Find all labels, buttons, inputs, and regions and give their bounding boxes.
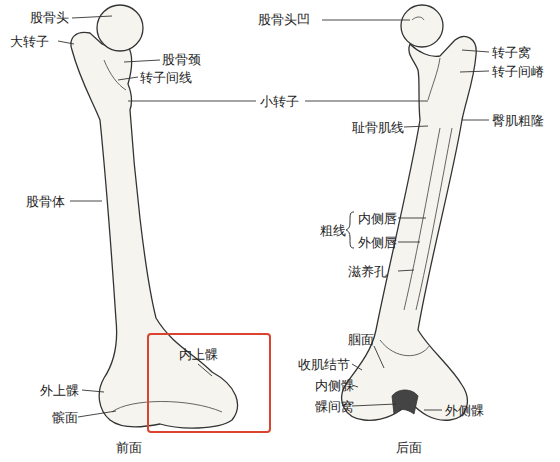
part-label: 耻骨肌线 bbox=[352, 120, 404, 135]
part-label: 髌面 bbox=[52, 410, 78, 425]
view-caption: 前面 bbox=[116, 440, 142, 455]
part-label: 外上髁 bbox=[40, 383, 79, 398]
part-label: 外侧髁 bbox=[445, 403, 484, 418]
part-label: 小转子 bbox=[260, 94, 299, 109]
part-label: 股骨体 bbox=[26, 194, 65, 209]
part-label: 大转子 bbox=[10, 34, 49, 49]
part-label: 滋养孔 bbox=[348, 264, 387, 279]
part-label: 股骨颈 bbox=[162, 52, 201, 67]
part-label: 粗线 bbox=[320, 223, 346, 238]
part-label: 内上髁 bbox=[179, 347, 218, 362]
part-label: 髁间窝 bbox=[315, 399, 354, 414]
part-label: 转子窝 bbox=[492, 45, 531, 60]
part-label: 腘面 bbox=[348, 332, 374, 347]
highlight-box: 内上髁 bbox=[147, 333, 271, 433]
part-label: 转子间嵴 bbox=[492, 64, 544, 79]
view-caption: 后面 bbox=[396, 440, 422, 455]
part-label: 转子间线 bbox=[140, 70, 192, 85]
part-label: 臀肌粗隆 bbox=[492, 113, 544, 128]
part-label: 外侧唇 bbox=[358, 235, 397, 250]
part-label: 收肌结节 bbox=[298, 357, 350, 372]
part-label: 内侧髁 bbox=[315, 378, 354, 393]
part-label: 内侧唇 bbox=[358, 211, 397, 226]
part-label: 股骨头凹 bbox=[258, 12, 310, 27]
part-label: 股骨头 bbox=[30, 10, 69, 25]
